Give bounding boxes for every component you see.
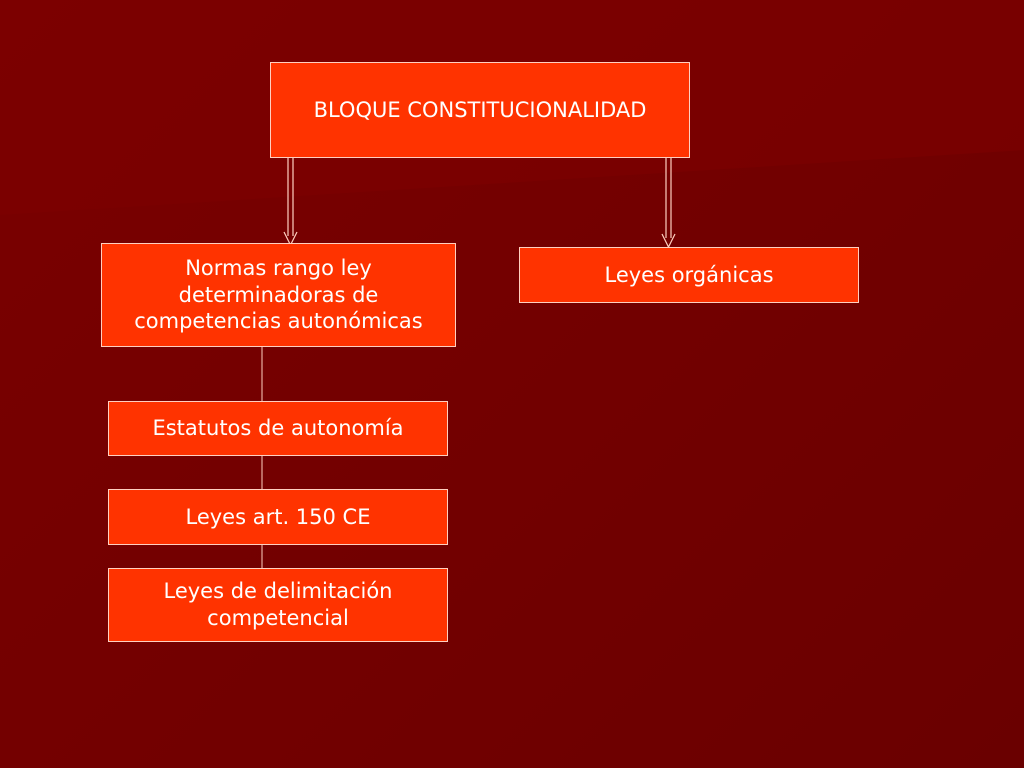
root-label: BLOQUE CONSTITUCIONALIDAD	[313, 97, 647, 122]
leyes-art-150-label: Leyes art. 150 CE	[185, 504, 371, 529]
estatutos-autonomia-box: Estatutos de autonomía	[108, 401, 448, 456]
root-box: BLOQUE CONSTITUCIONALIDAD	[270, 62, 690, 158]
arrow-root-to-organicas	[661, 158, 676, 249]
estatutos-autonomia-label: Estatutos de autonomía	[152, 416, 404, 441]
leyes-delimitacion-box: Leyes de delimitación competencial	[108, 568, 448, 642]
normas-rango-ley-label: Normas rango ley determinadoras de compe…	[134, 255, 423, 334]
arrow-root-to-normas	[283, 158, 298, 247]
leyes-organicas-box: Leyes orgánicas	[519, 247, 859, 303]
leyes-art-150-box: Leyes art. 150 CE	[108, 489, 448, 545]
leyes-delimitacion-label: Leyes de delimitación competencial	[163, 579, 393, 630]
leyes-organicas-label: Leyes orgánicas	[604, 262, 774, 287]
normas-rango-ley-box: Normas rango ley determinadoras de compe…	[101, 243, 456, 347]
